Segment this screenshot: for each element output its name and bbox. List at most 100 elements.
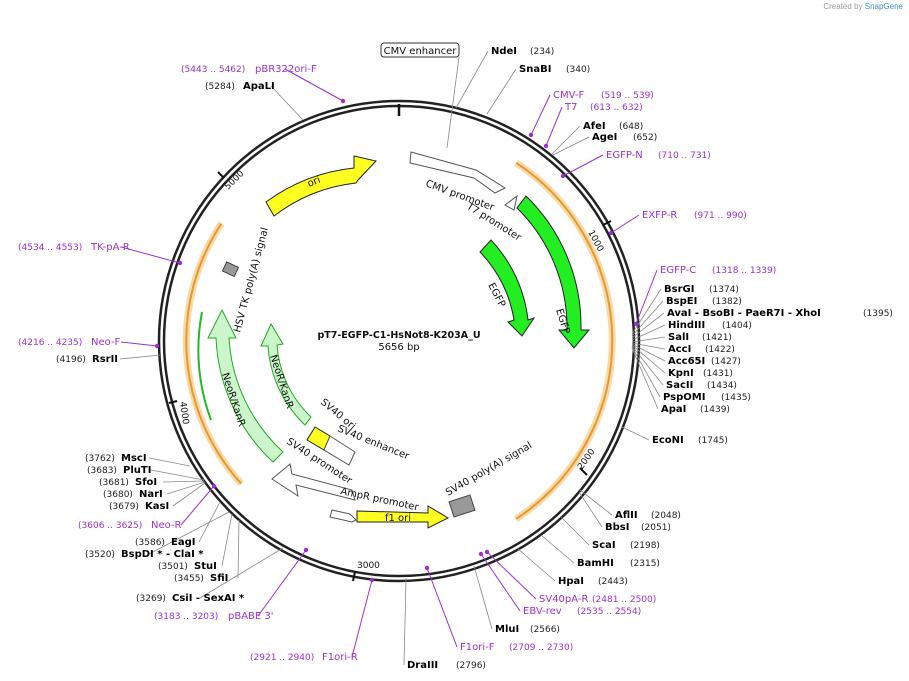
cmv-enhancer-label-box <box>380 42 460 58</box>
enzyme-leader-nari <box>166 481 206 495</box>
primer-range-egfp-c: (1318 .. 1339) <box>712 266 776 276</box>
enzyme-label-sali: SalI <box>668 332 689 343</box>
primer-mark-pbr322ori-f <box>340 98 346 104</box>
feature-label-ori-5: ori <box>306 175 322 190</box>
enzyme-position-apai: (1439) <box>700 405 730 415</box>
enzyme-label-stui: StuI <box>194 561 217 572</box>
features-layer <box>168 151 616 582</box>
primer-range-t7: (613 .. 632) <box>590 103 643 113</box>
plasmid-length: 5656 bp <box>378 342 419 353</box>
t7-promoter-arrow <box>504 194 518 211</box>
primer-label-cmv-f: CMV-F <box>553 90 584 101</box>
primer-label-neo-r: Neo-R <box>151 520 182 531</box>
primer-range-pbr322ori-f: (5443 .. 5462) <box>181 65 245 75</box>
primer-mark-t7 <box>543 143 549 149</box>
tick-label-5000: 5000 <box>223 169 246 192</box>
enzyme-label-bamhi: BamHI <box>577 558 614 569</box>
primer-leader-pbabe-3 <box>257 549 307 617</box>
enzyme-position-aflii: (2048) <box>651 511 681 521</box>
enzyme-label-agei: AgeI <box>592 132 617 143</box>
enzyme-label-nari: NarI <box>139 489 163 500</box>
enzyme-leader-ndei <box>455 50 489 109</box>
primer-label-pbr322ori-f: pBR322ori-F <box>255 64 317 75</box>
primer-label-f1ori-r: F1ori-R <box>322 652 358 663</box>
credit-created-by: Created by <box>823 2 863 11</box>
enzyme-label-hpai: HpaI <box>558 576 584 587</box>
enzyme-leader-aflii <box>579 489 613 516</box>
enzyme-label-aflii: AflII <box>615 510 638 521</box>
enzyme-label-eagi: EagI <box>171 537 195 548</box>
sv40-enhancer-box <box>323 435 356 466</box>
enzyme-position-bspdi-clai: (3520) <box>85 550 115 560</box>
enzyme-label-hindiii: HindIII <box>668 320 705 331</box>
primer-mark-egfp-n <box>560 173 566 179</box>
enzyme-position-mlui: (2566) <box>530 625 560 635</box>
primer-leader-egfp-n <box>562 154 604 177</box>
primer-label-t7: T7 <box>564 102 577 113</box>
sv40-promoter-arrow <box>271 463 356 501</box>
enzyme-label-snabi: SnaBI <box>519 64 551 75</box>
primer-leader-tk-pa-r <box>120 246 181 264</box>
primer-label-egfp-n: EGFP-N <box>606 150 643 161</box>
enzyme-position-bsrgi: (1374) <box>709 285 739 295</box>
enzyme-position-pspomi: (1435) <box>721 393 751 403</box>
primer-label-pbabe-3: pBABE 3' <box>228 611 274 622</box>
enzyme-position-nari: (3680) <box>103 490 133 500</box>
enzyme-position-sfii: (3455) <box>174 574 204 584</box>
enzyme-label-sfoi: SfoI <box>135 477 157 488</box>
enzyme-label-msci: MscI <box>121 453 147 464</box>
primer-leader-neo-r <box>180 485 215 526</box>
enzyme-position-sali: (1421) <box>702 333 732 343</box>
feature-label-cmv-enhancer-0: CMV enhancer <box>384 46 458 57</box>
enzyme-leader-sfoi <box>162 480 205 483</box>
enzyme-label-pspomi: PspOMI <box>663 392 705 403</box>
enzyme-leader-afei <box>551 125 581 155</box>
enzyme-label-sacii: SacII <box>666 380 693 391</box>
enzyme-leader-apali <box>270 85 304 121</box>
snapgene-brand: SnapGene <box>864 2 903 11</box>
enzyme-leader-hpai <box>516 547 556 582</box>
enzyme-leader-sali <box>631 336 666 343</box>
primer-mark-ebv-rev <box>478 551 484 557</box>
enzyme-label-pluti: PluTI <box>123 465 151 476</box>
enzyme-label-afei: AfeI <box>583 121 606 132</box>
enzyme-leader-msci <box>148 457 191 467</box>
enzyme-label-bsrgi: BsrGI <box>664 284 694 295</box>
enzyme-leader-avai-bsobi-paer7i-xhoi <box>631 312 665 339</box>
enzyme-label-bspdi-clai: BspDI * - ClaI * <box>121 549 204 560</box>
primer-range-pbabe-3: (3183 .. 3203) <box>154 612 218 622</box>
primer-mark-sv40pa-r <box>484 549 490 555</box>
sv40-polya-box <box>448 494 476 518</box>
enzyme-leader-pluti <box>150 469 205 481</box>
primer-leader-neo-f <box>120 341 158 347</box>
plasmid-name: pT7-EGFP-C1-HsNot8-K203A_U <box>317 330 480 341</box>
enzyme-label-csii-sexai: CsiI - SexAI * <box>172 593 245 604</box>
primer-mark-neo-f <box>154 343 160 349</box>
egfp-outer-arrow <box>516 195 591 349</box>
enzyme-label-bspei: BspEI <box>666 296 697 307</box>
enzyme-label-apai: ApaI <box>661 404 686 415</box>
enzyme-position-bamhi: (2315) <box>630 559 660 569</box>
enzyme-position-econi: (1745) <box>698 436 728 446</box>
enzyme-leader-eagi <box>198 501 221 543</box>
primer-leader-f1ori-r <box>351 579 373 658</box>
primer-mark-exfp-r <box>608 230 614 236</box>
enzyme-position-sacii: (1434) <box>707 381 737 391</box>
enzyme-leader-bspdi-clai <box>148 511 230 555</box>
ori-arrow <box>265 155 377 217</box>
tick-mark-5000 <box>217 171 225 179</box>
f1-ori-arrow <box>356 505 450 529</box>
primer-leader-t7 <box>545 106 563 147</box>
enzyme-position-acci: (1422) <box>705 345 735 355</box>
feature-label-f1-ori-13: f1 ori <box>385 513 411 524</box>
enzyme-leader-bamhi <box>540 534 575 564</box>
enzyme-label-rsrii: RsrII <box>92 354 118 365</box>
egfp-orange-arc <box>515 161 614 520</box>
enzyme-label-draiii: DraIII <box>407 660 438 671</box>
enzyme-leader-kasi <box>172 482 206 507</box>
primer-range-sv40pa-r: (2481 .. 2500) <box>592 595 656 605</box>
cmv-enhancer-leader <box>446 56 460 149</box>
feature-label-sv40-polya-14: SV40 poly(A) signal <box>444 440 534 498</box>
enzyme-label-kpni: KpnI <box>668 368 694 379</box>
